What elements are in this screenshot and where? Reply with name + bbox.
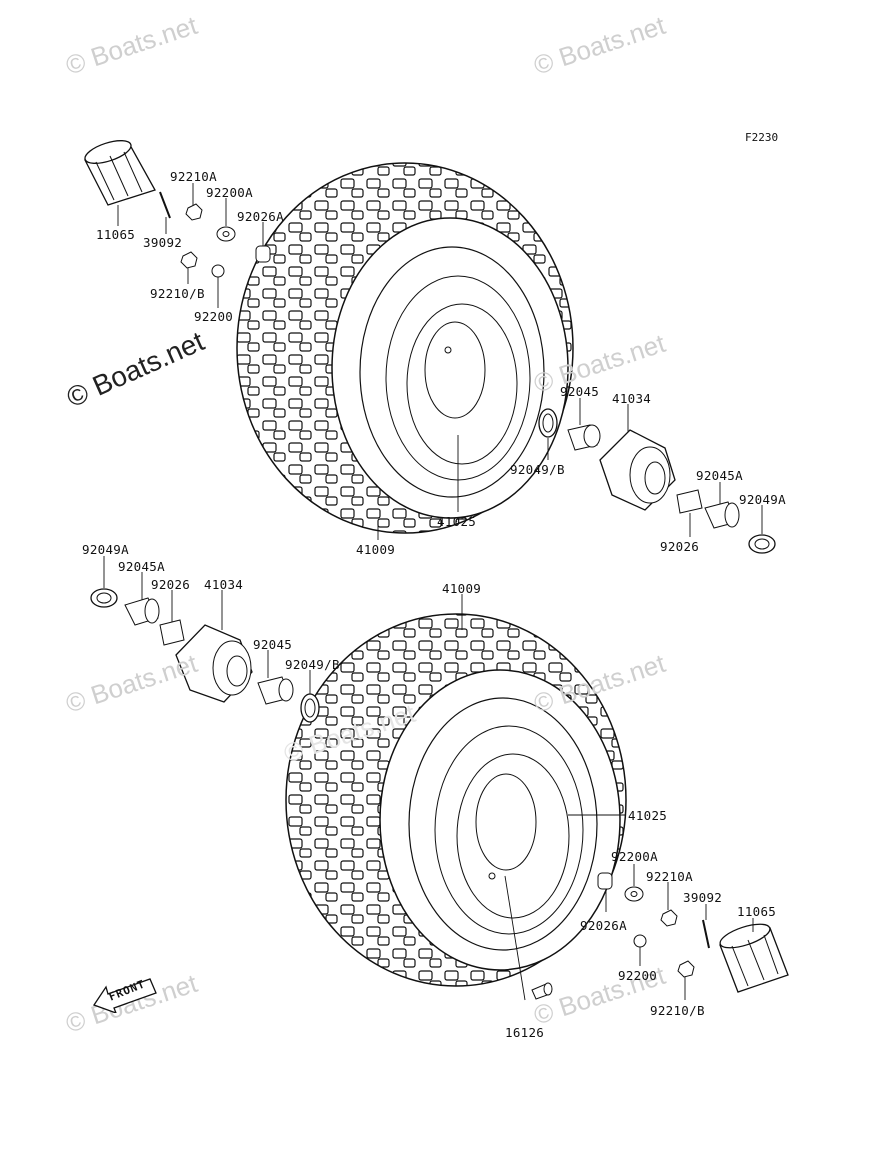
top-rim: [359, 246, 545, 498]
part-label-41034: 41034: [612, 391, 652, 406]
part-label-41009: 41009: [442, 581, 482, 596]
top-cotter-pin: [159, 191, 171, 219]
part-label-92210b: 92210/B: [650, 1003, 705, 1018]
part-label-92045a: 92045A: [118, 559, 165, 574]
part-label-92026a: 92026A: [237, 209, 284, 224]
top-hub-parts: [538, 408, 776, 554]
part-label-92049b: 92049/B: [510, 462, 565, 477]
part-label-41025: 41025: [628, 808, 668, 823]
part-label-92026a: 92026A: [580, 918, 627, 933]
bottom-valve-16126: [531, 982, 553, 1000]
part-label-92210a: 92210A: [646, 869, 693, 884]
bottom-cap-11065: [719, 923, 789, 993]
part-label-92049b: 92049/B: [285, 657, 340, 672]
part-label-41009: 41009: [356, 542, 396, 557]
part-label-92049a: 92049A: [82, 542, 129, 557]
front-arrow-icon: [93, 978, 157, 1013]
part-label-92049a: 92049A: [739, 492, 786, 507]
part-label-92200a: 92200A: [206, 185, 253, 200]
part-label-41025: 41025: [437, 514, 477, 529]
part-label-92045: 92045: [253, 637, 293, 652]
top-small-parts: [180, 203, 271, 278]
part-label-41034: 41034: [204, 577, 244, 592]
part-label-39092: 39092: [143, 235, 183, 250]
part-label-92200: 92200: [618, 968, 658, 983]
bottom-rim: [408, 697, 598, 951]
part-label-92210a: 92210A: [170, 169, 217, 184]
part-label-92026: 92026: [660, 539, 700, 554]
part-label-92200: 92200: [194, 309, 234, 324]
part-label-11065: 11065: [96, 227, 136, 242]
part-label-92045: 92045: [560, 384, 600, 399]
part-label-92200a: 92200A: [611, 849, 658, 864]
part-label-11065: 11065: [737, 904, 777, 919]
part-label-92045a: 92045A: [696, 468, 743, 483]
part-label-92026: 92026: [151, 577, 191, 592]
part-label-39092: 39092: [683, 890, 723, 905]
part-label-16126: 16126: [505, 1025, 545, 1040]
top-cap-11065: [84, 140, 156, 206]
part-label-92210b: 92210/B: [150, 286, 205, 301]
figure-code: F2230: [745, 131, 779, 144]
bottom-hub-parts: [90, 588, 320, 723]
leader-lines: [103, 183, 763, 1001]
